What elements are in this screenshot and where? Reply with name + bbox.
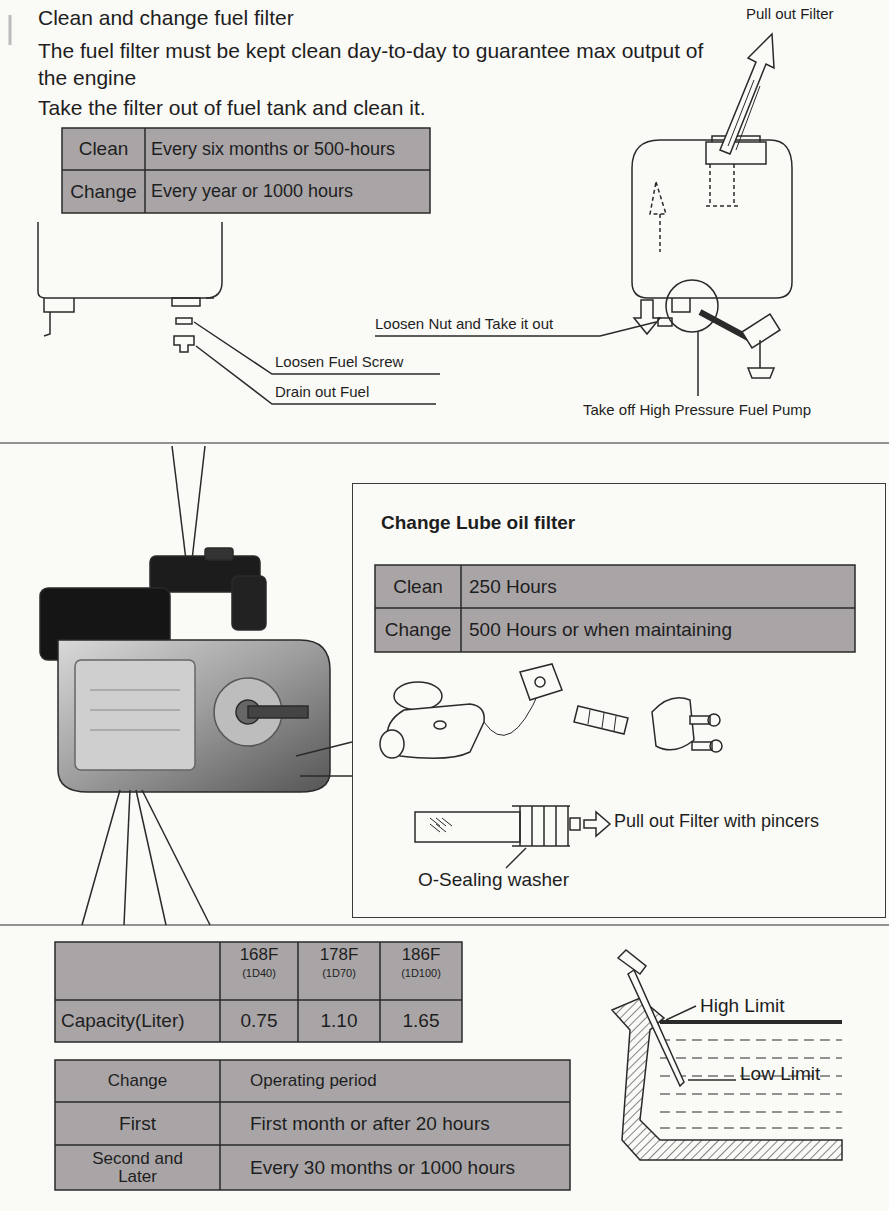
table-cell: Every six months or 500-hours bbox=[145, 128, 430, 170]
instruction-text: The fuel filter must be kept clean day-t… bbox=[38, 37, 728, 92]
callout-label: 168F bbox=[220, 944, 298, 966]
table-cell: Capacity(Liter) bbox=[55, 1000, 220, 1042]
table-cell: Clean bbox=[62, 128, 145, 170]
callout-label: Loosen Nut and Take it out bbox=[375, 314, 635, 334]
instruction-panel: Change Lube oil filter bbox=[352, 483, 886, 918]
panel-heading: Change Lube oil filter bbox=[381, 512, 575, 534]
table-cell: Clean bbox=[375, 565, 461, 608]
callout-label: Pull out Filter bbox=[746, 4, 886, 24]
callout-label: O-Sealing washer bbox=[418, 868, 648, 893]
table-cell: 1.65 bbox=[380, 1000, 462, 1042]
table-cell: First month or after 20 hours bbox=[220, 1102, 570, 1145]
table-cell: 0.75 bbox=[220, 1000, 298, 1042]
table-cell: Change bbox=[62, 170, 145, 213]
callout-label: 178F bbox=[298, 944, 380, 966]
table-cell: Operating period bbox=[220, 1060, 570, 1102]
table-cell: 1.10 bbox=[298, 1000, 380, 1042]
table-cell: Every 30 months or 1000 hours bbox=[220, 1145, 570, 1190]
table-cell: Every year or 1000 hours bbox=[145, 170, 430, 213]
callout-label: 186F bbox=[380, 944, 462, 966]
callout-label: (1D40) bbox=[220, 966, 298, 980]
table-cell: Second and Later bbox=[55, 1145, 220, 1190]
callout-label: High Limit bbox=[700, 994, 850, 1019]
page-heading: Clean and change fuel filter bbox=[38, 4, 658, 31]
table-cell: 250 Hours bbox=[461, 565, 855, 608]
callout-label: Low Limit bbox=[740, 1062, 870, 1087]
table-cell: First bbox=[55, 1102, 220, 1145]
callout-label: Take off High Pressure Fuel Pump bbox=[583, 400, 883, 420]
callout-label: Drain out Fuel bbox=[275, 382, 475, 402]
table-cell: Change bbox=[55, 1060, 220, 1102]
callout-label: (1D100) bbox=[380, 966, 462, 980]
callout-label: Pull out Filter with pincers bbox=[614, 810, 884, 833]
table-cell: 500 Hours or when maintaining bbox=[461, 608, 855, 652]
table-cell: Change bbox=[375, 608, 461, 652]
instruction-text: Take the filter out of fuel tank and cle… bbox=[38, 94, 738, 121]
callout-label: (1D70) bbox=[298, 966, 380, 980]
callout-label: Loosen Fuel Screw bbox=[275, 352, 475, 372]
